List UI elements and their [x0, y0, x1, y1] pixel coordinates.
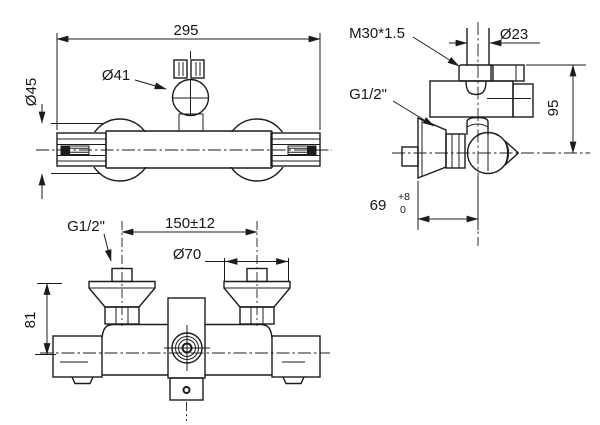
dim-dia41-group: Ø41	[102, 67, 167, 90]
dim-295-group: 295	[56, 22, 321, 130]
label-top-thread: M30*1.5	[349, 25, 405, 42]
right-cone	[223, 267, 291, 325]
label-m30-group: M30*1.5	[349, 25, 460, 67]
dim-dia45-group: Ø45	[23, 78, 103, 199]
dim-center-distance: 150±12	[165, 215, 215, 232]
label-inlet-thread-top: G1/2"	[67, 218, 105, 235]
wall-cone-side	[401, 116, 447, 180]
dim-69-group: 69 +8 0	[370, 176, 479, 230]
dim-150-group: 150±12	[121, 215, 258, 236]
top-view: G1/2" 150±12 Ø70 81	[22, 215, 330, 421]
dim-height-81: 81	[22, 312, 39, 329]
top-body	[52, 323, 321, 385]
side-body	[429, 64, 534, 118]
dim-tolerance-lower: 0	[400, 204, 406, 216]
dim-body-diameter: Ø45	[23, 78, 40, 106]
dim-knob-diameter: Ø41	[102, 67, 130, 84]
dim-stem-diameter: Ø23	[500, 26, 528, 43]
knob-handle-left	[173, 59, 188, 79]
dim-95-group: 95	[526, 64, 586, 154]
dim-81-group: 81	[22, 282, 62, 356]
left-cone	[88, 267, 156, 325]
label-g12-top-group: G1/2"	[67, 218, 112, 262]
label-inlet-thread-side: G1/2"	[349, 86, 387, 103]
dim-tolerance-upper: +8	[398, 191, 410, 203]
dim-dia23-group: Ø23	[449, 26, 540, 47]
label-g12-side-group: G1/2"	[349, 86, 435, 127]
body-cover	[56, 132, 321, 167]
cartridge-stem	[466, 28, 490, 65]
front-view: 295 Ø45 Ø41	[23, 22, 332, 199]
side-hex-nut	[445, 116, 489, 169]
dim-overall-width: 295	[173, 22, 198, 39]
outlet-housing	[164, 297, 210, 421]
dim-dia70-group: Ø70	[173, 246, 289, 282]
knob-handle-right	[190, 59, 205, 79]
thermostat-knob	[171, 51, 210, 132]
dim-wall-distance-69: 69	[370, 197, 387, 214]
dim-height-95: 95	[545, 100, 562, 117]
side-view: M30*1.5 Ø23 G1/2" 95 69 +8 0	[349, 22, 590, 246]
dim-escutcheon-diameter: Ø70	[173, 246, 201, 263]
